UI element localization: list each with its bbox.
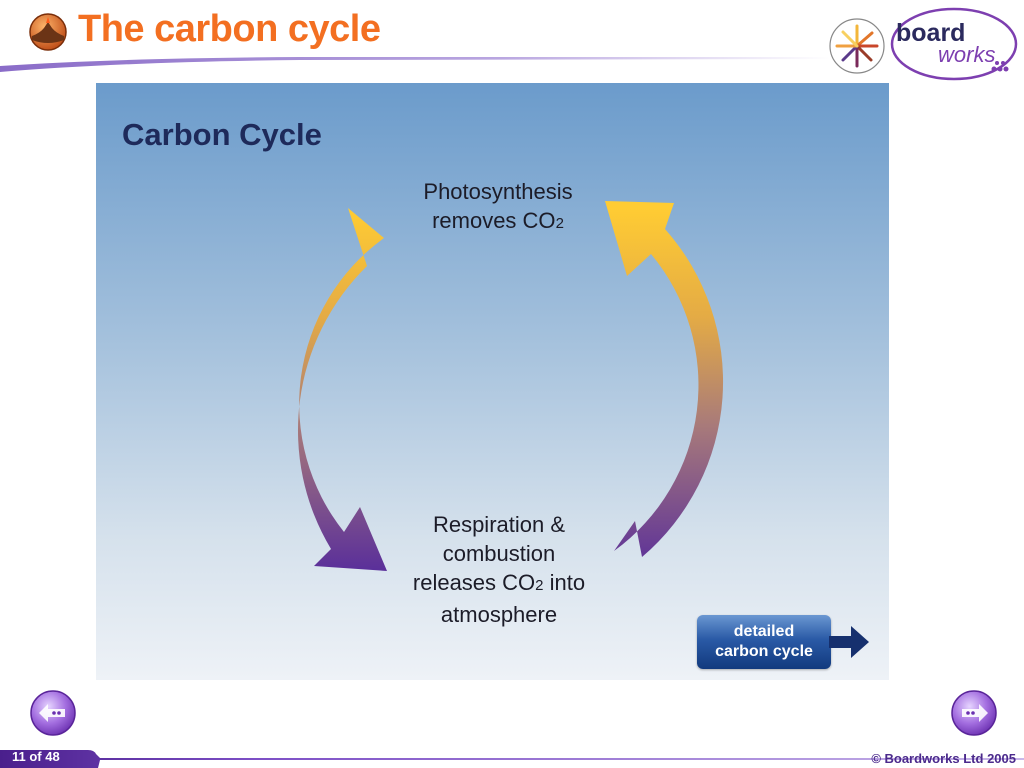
carbon-cycle-panel: Carbon Cycle Photosynthesis removes CO2 … [96, 83, 889, 680]
respiration-line3: releases CO2 into [412, 570, 586, 595]
logo-word-board: board [896, 19, 965, 47]
page-number: 11 of 48 [12, 749, 60, 764]
logo-word-works: works [938, 42, 995, 67]
slide-title: The carbon cycle [78, 8, 381, 50]
photosynthesis-line2: removes CO2 [432, 208, 564, 233]
respiration-line4: atmosphere [440, 602, 558, 627]
left-cycle-arrow [297, 208, 387, 571]
detailed-button-body[interactable] [697, 615, 831, 669]
photosynthesis-line1: Photosynthesis [423, 179, 573, 204]
right-arrow-icon [829, 626, 869, 658]
boardworks-logo: board works [829, 7, 1018, 81]
right-cycle-arrow [605, 201, 724, 557]
respiration-line1: Respiration & [432, 512, 566, 537]
cycle-diagram [297, 201, 724, 571]
footer-bar [0, 750, 1024, 768]
copyright-text: © Boardworks Ltd 2005 [871, 751, 1016, 766]
respiration-line2: combustion [442, 541, 556, 566]
volcano-globe-icon [29, 13, 67, 51]
photosynthesis-label: Photosynthesis removes CO2 [348, 177, 648, 238]
respiration-label: Respiration & combustion releases CO2 in… [349, 510, 649, 629]
next-arrow-icon[interactable] [950, 689, 998, 737]
detailed-button-label: detailed carbon cycle [715, 623, 813, 660]
detailed-carbon-cycle-button[interactable]: detailed carbon cycle [697, 615, 871, 669]
previous-arrow-icon[interactable] [29, 689, 77, 737]
header-divider [0, 57, 830, 72]
panel-title: Carbon Cycle [122, 117, 322, 152]
